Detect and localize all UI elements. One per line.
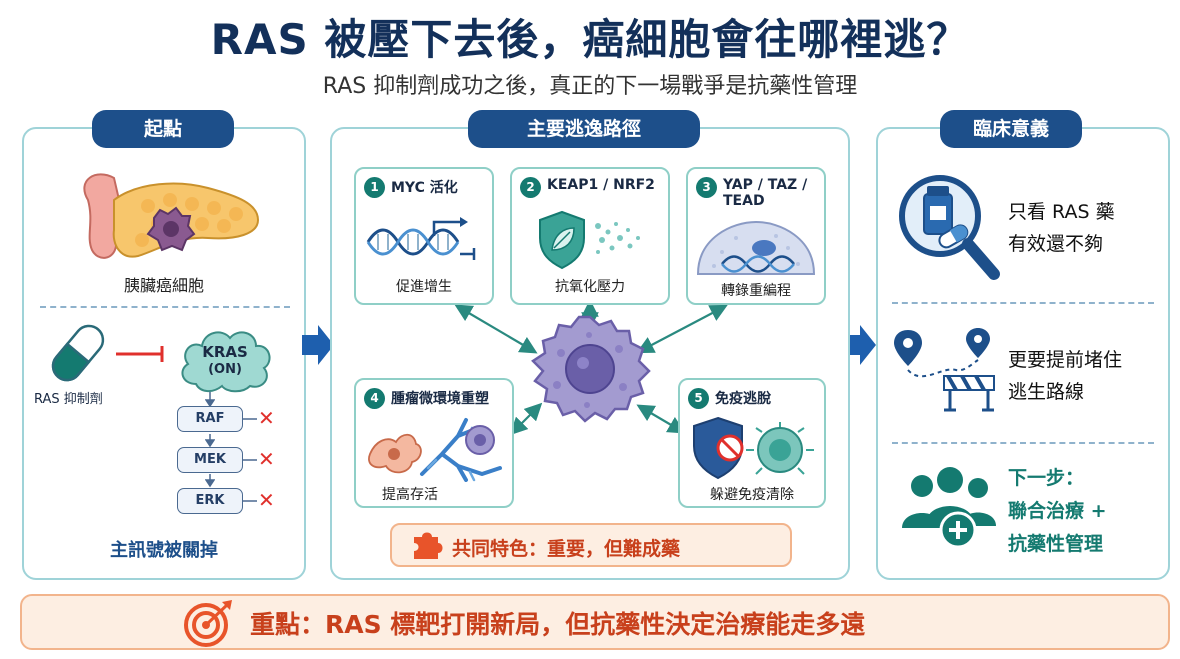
route-title-myc: 1 MYC 活化: [364, 177, 458, 198]
right-divider: [892, 442, 1154, 444]
escape-pill: 主要逃逸路徑: [468, 110, 700, 148]
dna-arrow-icon: [366, 217, 476, 260]
shield-leaf-icon: [539, 210, 640, 270]
cancer-cell-illustration: [531, 315, 651, 423]
clinical-pill: 臨床意義: [940, 110, 1082, 148]
common-feature-box: [390, 523, 792, 567]
inhibition-arrow: [116, 346, 164, 362]
magnifier-drug-icon: [899, 175, 1000, 280]
key-takeaway-box: [20, 594, 1170, 650]
flow-arrow-icon: [302, 325, 334, 365]
nucleus-dna-icon: [696, 220, 816, 275]
pancreas-caption: 胰臟癌細胞: [123, 276, 204, 295]
page-subtitle: RAS 抑制劑成功之後，真正的下一場戰爭是抗藥性管理: [322, 74, 858, 99]
pathway-raf: RAF: [177, 406, 243, 432]
route-number: 3: [696, 177, 717, 198]
clinical-point-2: 更要提前堵住 逃生路線: [1008, 349, 1123, 403]
route-caption-immune: 躲避免疫清除: [710, 487, 794, 503]
route-number: 2: [520, 177, 541, 198]
flow-arrow-icon: [844, 325, 876, 365]
pathway-mek: MEK: [177, 447, 243, 473]
immune-evasion-icon: [693, 416, 814, 480]
route-number: 4: [364, 388, 385, 409]
route-caption-myc: 促進增生: [396, 279, 452, 295]
main-signal-off: 主訊號被關掉: [110, 540, 218, 561]
kras-label: KRAS: [202, 343, 248, 361]
block-connectors: [243, 418, 257, 502]
left-divider: [40, 306, 290, 308]
capsule-icon: [51, 324, 105, 382]
route-arrows: [454, 299, 728, 436]
route-caption-tme: 提高存活: [382, 487, 438, 503]
pathway-erk: ERK: [177, 488, 243, 514]
pathway-connectors: [205, 392, 215, 488]
key-takeaway-text: 重點：RAS 標靶打開新局，但抗藥性決定治療能走多遠: [250, 610, 866, 639]
route-title-keap1: 2 KEAP1 / NRF2: [520, 177, 655, 198]
block-x-icon: ✕: [258, 406, 275, 430]
common-feature-text: 共同特色：重要，但難成藥: [452, 538, 681, 560]
clinical-point-3: 下一步： 聯合治療 + 抗藥性管理: [1008, 467, 1107, 555]
block-x-icon: ✕: [258, 447, 275, 471]
microenvironment-icon: [368, 418, 502, 482]
route-caption-keap1: 抗氧化壓力: [555, 279, 625, 295]
puzzle-icon: [414, 532, 443, 559]
team-plus-icon: [902, 467, 996, 549]
clinical-point-1: 只看 RAS 藥 有效還不夠: [1008, 201, 1115, 255]
route-title-tme: 4 腫瘤微環境重塑: [364, 388, 489, 409]
pancreas-illustration: [83, 173, 260, 259]
route-title-yap: 3 YAP / TAZ /TEAD: [696, 177, 807, 209]
block-x-icon: ✕: [258, 488, 275, 512]
right-divider: [892, 302, 1154, 304]
route-caption-yap: 轉錄重編程: [721, 283, 791, 299]
page-title: RAS 被壓下去後，癌細胞會往哪裡逃？: [210, 15, 970, 64]
route-number: 1: [364, 177, 385, 198]
target-icon: [184, 600, 232, 647]
drug-label: RAS 抑制劑: [34, 392, 103, 407]
kras-state: (ON): [208, 362, 242, 377]
start-pill: 起點: [92, 110, 234, 148]
route-block-icon: [894, 328, 995, 412]
route-title-immune: 5 免疫逃脫: [688, 388, 771, 409]
route-number: 5: [688, 388, 709, 409]
kras-cloud: [181, 331, 271, 393]
